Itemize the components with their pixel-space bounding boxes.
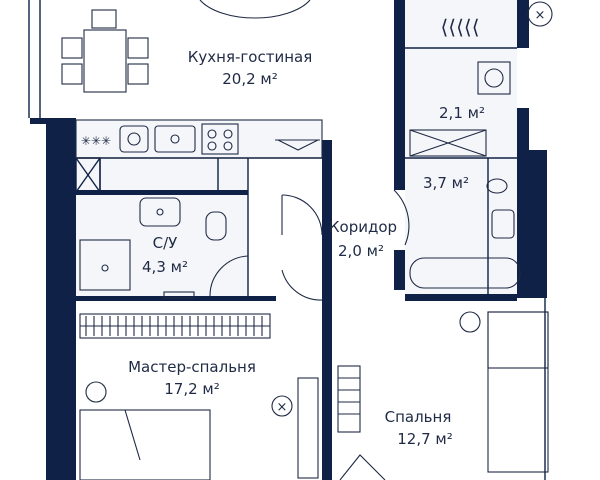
bedroom-name: Спальня <box>385 408 452 426</box>
doors <box>281 189 410 301</box>
bathroom-name: С/У <box>153 234 178 252</box>
master-name: Мастер-спальня <box>128 358 256 376</box>
svg-text:⟨⟨⟨⟨⟨: ⟨⟨⟨⟨⟨ <box>440 15 479 39</box>
corridor-name: Коридор <box>329 218 397 236</box>
wardrobe <box>79 313 271 339</box>
room-labels: Кухня-гостиная 20,2 м² 2,1 м² 3,7 м² С/У… <box>128 48 485 448</box>
bathroom-fixtures <box>79 197 249 299</box>
storage-fixtures: ⟨⟨⟨⟨⟨ × <box>440 1 553 95</box>
master-area: 17,2 м² <box>164 380 220 398</box>
dining-table-icon <box>61 0 311 93</box>
svg-text:✳✳✳: ✳✳✳ <box>81 134 111 148</box>
bath-small-area: 3,7 м² <box>423 174 469 192</box>
master-bed-icon: × <box>79 377 319 480</box>
kitchen-name: Кухня-гостиная <box>188 48 312 66</box>
corridor-area: 2,0 м² <box>338 242 384 260</box>
svg-text:×: × <box>277 400 288 415</box>
kitchen-area: 20,2 м² <box>222 70 278 88</box>
bath-small-fixtures <box>409 129 521 289</box>
bedroom-bed-icon <box>337 311 549 480</box>
svg-text:×: × <box>535 8 546 23</box>
wet-zones <box>76 0 517 298</box>
kitchen-counter: ✳✳✳ <box>75 119 323 159</box>
storage-area: 2,1 м² <box>439 104 485 122</box>
bathroom-area: 4,3 м² <box>142 258 188 276</box>
bedroom-area: 12,7 м² <box>397 430 453 448</box>
